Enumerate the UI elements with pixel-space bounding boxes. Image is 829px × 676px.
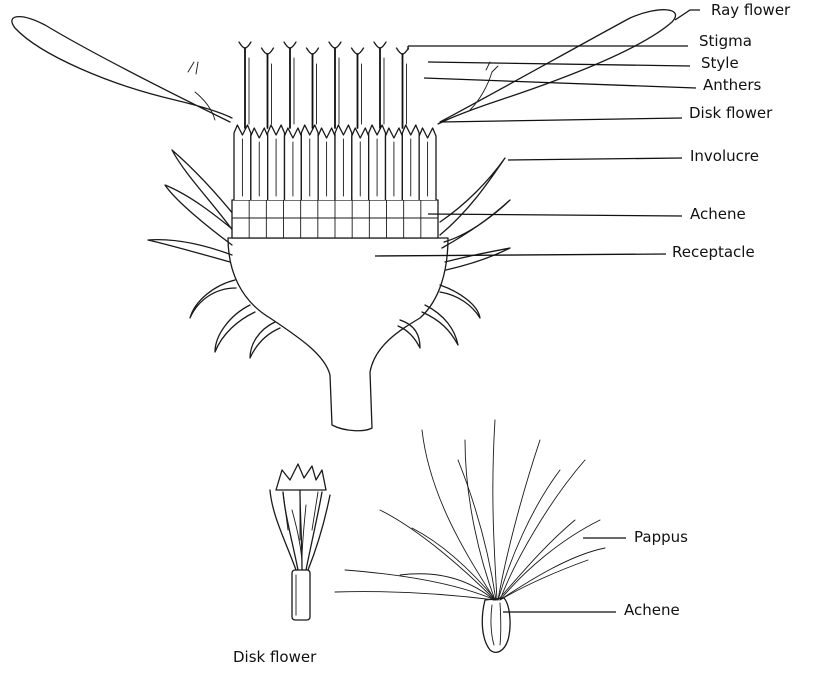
label-involucre: Involucre xyxy=(690,149,759,164)
label-style: Style xyxy=(701,56,739,71)
label-achene: Achene xyxy=(690,207,746,222)
label-ray-flower: Ray flower xyxy=(711,3,790,18)
receptacle xyxy=(228,238,448,431)
styles-stigmas xyxy=(239,42,409,128)
ray-flower-right xyxy=(438,10,676,124)
label-pappus: Pappus xyxy=(634,530,688,545)
label-disk-flower: Disk flower xyxy=(689,106,772,121)
disk-flower-detail xyxy=(270,464,330,620)
label-anthers: Anthers xyxy=(703,78,761,93)
caption-disk-flower: Disk flower xyxy=(233,650,316,665)
label-stigma: Stigma xyxy=(699,34,752,49)
ray-flower-left xyxy=(12,17,232,122)
label-achene-detail: Achene xyxy=(624,603,680,618)
disk-flower-corollas xyxy=(234,125,436,200)
label-receptacle: Receptacle xyxy=(672,245,755,260)
achene-pappus-detail xyxy=(335,420,605,652)
achene-row xyxy=(232,200,438,238)
